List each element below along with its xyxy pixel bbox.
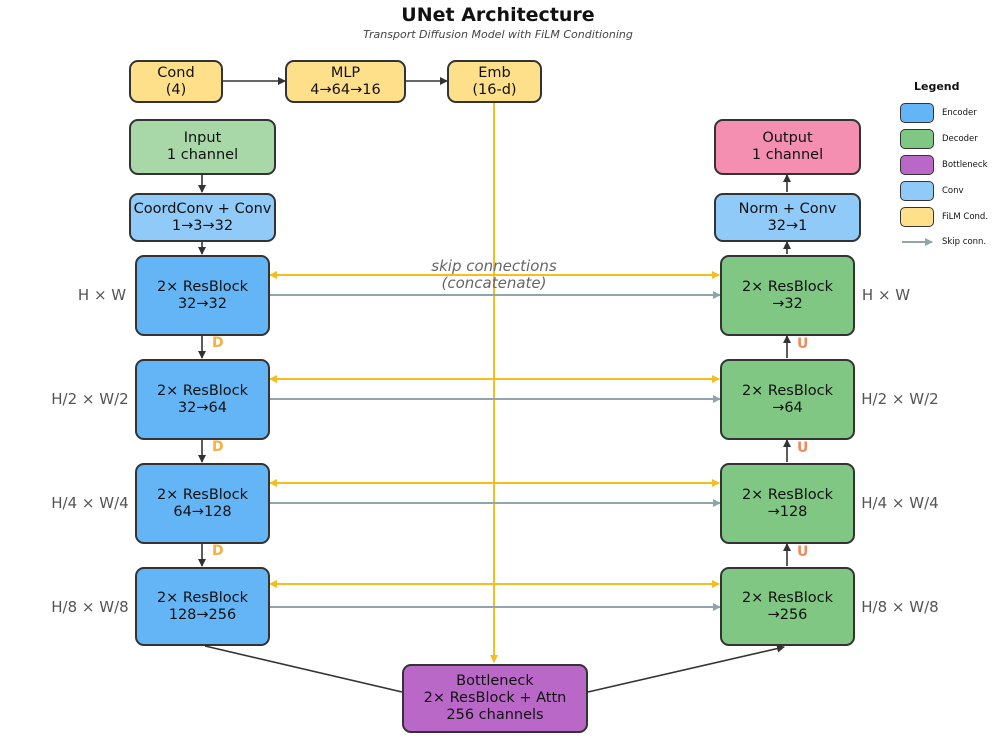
- resolution-label-left-1: H × W: [77, 286, 127, 304]
- encoder-block-3: 2× ResBlock 64→128: [135, 463, 270, 544]
- legend-conv-swatch: [900, 181, 934, 201]
- resolution-label-right-2: H/2 × W/2: [861, 390, 939, 408]
- downsample-marker-2: D: [212, 439, 224, 455]
- downsample-marker-3: D: [212, 543, 224, 559]
- legend-bottleneck-label: Bottleneck: [942, 160, 988, 170]
- upsample-marker-2: U: [797, 440, 809, 456]
- legend-conv-label: Conv: [942, 186, 964, 196]
- decoder-block-1: 2× ResBlock →32: [720, 255, 855, 336]
- downsample-marker-1: D: [212, 335, 224, 351]
- upsample-marker-1: U: [797, 336, 809, 352]
- normconv-node: Norm + Conv 32→1: [714, 193, 861, 242]
- resolution-label-right-4: H/8 × W/8: [861, 598, 939, 616]
- skip-connections-label: skip connections (concatenate): [431, 257, 557, 292]
- arrow-enc4-to-bottleneck: [204, 645, 403, 693]
- diagram-subtitle: Transport Diffusion Model with FiLM Cond…: [363, 28, 633, 41]
- decoder-block-2: 2× ResBlock →64: [720, 359, 855, 440]
- resolution-label-right-3: H/4 × W/4: [861, 494, 939, 512]
- output-node: Output 1 channel: [714, 119, 861, 175]
- encoder-block-2: 2× ResBlock 32→64: [135, 359, 270, 440]
- legend-title: Legend: [914, 80, 960, 93]
- resolution-label-left-2: H/2 × W/2: [51, 390, 129, 408]
- legend-film-swatch: [900, 207, 934, 227]
- resolution-label-left-3: H/4 × W/4: [51, 494, 129, 512]
- decoder-block-3: 2× ResBlock →128: [720, 463, 855, 544]
- diagram-title: UNet Architecture: [401, 4, 595, 26]
- legend-encoder-label: Encoder: [942, 108, 977, 118]
- decoder-block-4: 2× ResBlock →256: [720, 567, 855, 646]
- coordconv-node: CoordConv + Conv 1→3→32: [129, 193, 276, 242]
- encoder-block-4: 2× ResBlock 128→256: [135, 567, 270, 646]
- cond-node: Cond (4): [129, 60, 223, 103]
- bottleneck-node: Bottleneck 2× ResBlock + Attn 256 channe…: [402, 664, 588, 733]
- legend-skip-label: Skip conn.: [942, 237, 987, 247]
- legend-encoder-swatch: [900, 103, 934, 123]
- resolution-label-right-1: H × W: [861, 286, 911, 304]
- input-node: Input 1 channel: [129, 119, 276, 175]
- legend-bottleneck-swatch: [900, 155, 934, 175]
- emb-node: Emb (16-d): [447, 60, 542, 103]
- resolution-label-left-4: H/8 × W/8: [51, 598, 129, 616]
- legend-decoder-swatch: [900, 129, 934, 149]
- upsample-marker-3: U: [797, 544, 809, 560]
- legend-decoder-label: Decoder: [942, 134, 978, 144]
- arrow-bottleneck-to-dec4: [587, 644, 785, 693]
- legend-film-label: FiLM Cond.: [942, 212, 989, 222]
- encoder-block-1: 2× ResBlock 32→32: [135, 255, 270, 336]
- mlp-node: MLP 4→64→16: [285, 60, 406, 103]
